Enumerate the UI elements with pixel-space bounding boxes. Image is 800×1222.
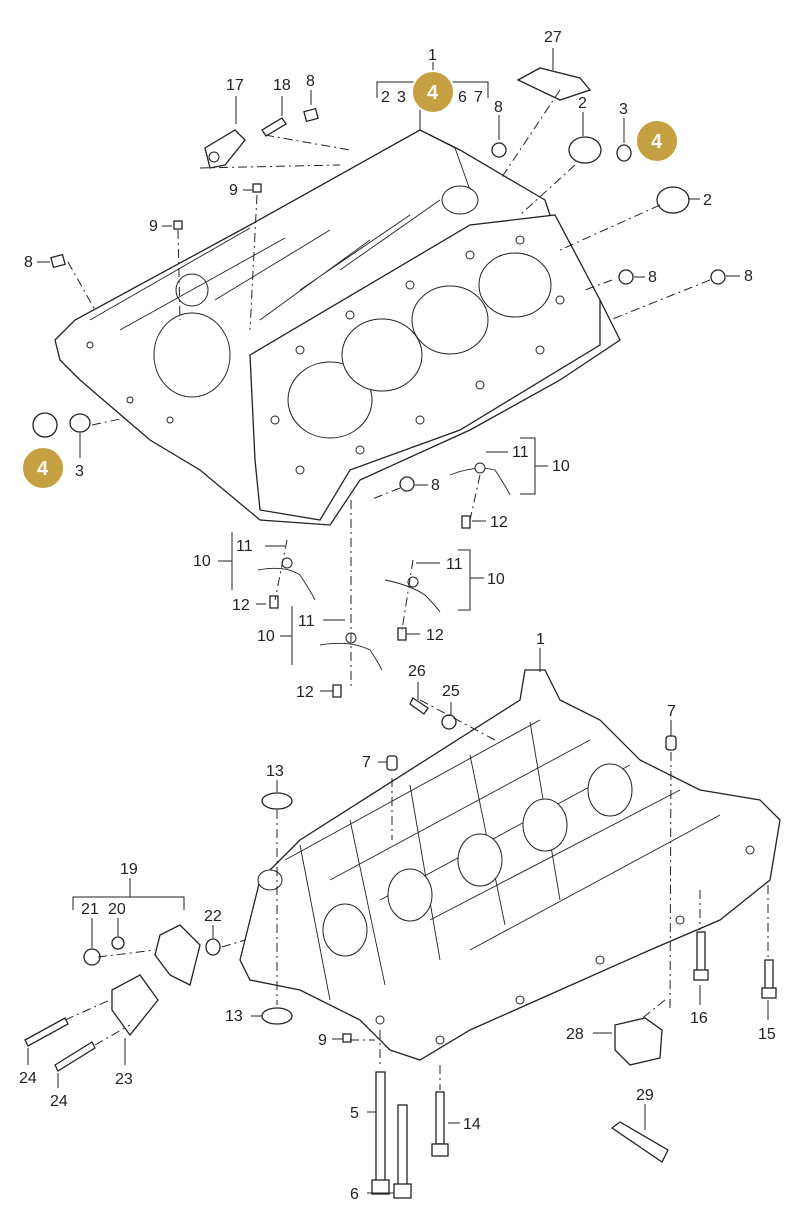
label-10-d: 10 xyxy=(257,628,275,645)
label-28: 28 xyxy=(566,1026,584,1043)
svg-text:4: 4 xyxy=(427,82,439,104)
label-23: 23 xyxy=(115,1071,133,1088)
label-12-b: 12 xyxy=(232,597,250,614)
label-6-group: 6 xyxy=(458,89,467,106)
label-1-top: 1 xyxy=(428,47,437,64)
label-3-group: 3 xyxy=(397,89,406,106)
label-8-a: 8 xyxy=(306,73,315,90)
label-5: 5 xyxy=(350,1105,359,1122)
label-8-mid: 8 xyxy=(431,477,440,494)
part-labels: 1 2 3 6 7 27 2 3 2 17 18 8 8 9 9 8 8 8 3… xyxy=(19,29,776,1203)
label-1-bottom: 1 xyxy=(536,631,545,648)
leader-lines xyxy=(27,48,769,1194)
label-22: 22 xyxy=(204,908,222,925)
label-7-b: 7 xyxy=(667,703,676,720)
label-3-left: 3 xyxy=(75,463,84,480)
upper-crankcase xyxy=(54,129,621,526)
label-11-d: 11 xyxy=(298,613,315,630)
label-12-d: 12 xyxy=(296,684,314,701)
label-8-left: 8 xyxy=(24,254,33,271)
label-8-b: 8 xyxy=(494,99,503,116)
badge-4-right: 4 xyxy=(635,119,679,163)
label-12-c: 12 xyxy=(426,627,444,644)
label-12-a: 12 xyxy=(490,514,508,531)
label-11-c: 11 xyxy=(446,556,463,573)
label-2-top: 2 xyxy=(578,95,587,112)
label-8-right1: 8 xyxy=(648,269,657,286)
label-16: 16 xyxy=(690,1010,708,1027)
lower-crankcase xyxy=(239,669,781,1061)
label-9-b: 9 xyxy=(149,218,158,235)
svg-text:4: 4 xyxy=(651,131,663,153)
label-10-c: 10 xyxy=(487,571,505,588)
label-2-group: 2 xyxy=(381,89,390,106)
label-14: 14 xyxy=(463,1116,481,1133)
label-18: 18 xyxy=(273,77,291,94)
label-19: 19 xyxy=(120,861,138,878)
label-17: 17 xyxy=(226,77,244,94)
label-15: 15 xyxy=(758,1026,776,1043)
badge-4-left: 4 xyxy=(21,446,65,490)
label-25: 25 xyxy=(442,683,460,700)
label-13-a: 13 xyxy=(266,763,284,780)
label-11-b: 11 xyxy=(236,538,253,555)
label-10-a: 10 xyxy=(552,458,570,475)
label-7-group: 7 xyxy=(474,89,483,106)
badge-4-top: 4 xyxy=(411,70,455,114)
label-2-mid: 2 xyxy=(703,192,712,209)
label-27: 27 xyxy=(544,29,562,46)
label-24-b: 24 xyxy=(50,1093,68,1110)
label-26: 26 xyxy=(408,663,426,680)
label-21: 21 xyxy=(81,901,99,918)
label-13-b: 13 xyxy=(225,1008,243,1025)
label-9-c: 9 xyxy=(318,1032,327,1049)
svg-text:4: 4 xyxy=(37,458,49,480)
label-6: 6 xyxy=(350,1186,359,1203)
label-29: 29 xyxy=(636,1087,654,1104)
label-20: 20 xyxy=(108,901,126,918)
label-7-a: 7 xyxy=(362,754,371,771)
highlight-badges: 4 4 4 xyxy=(21,70,679,490)
label-3-top: 3 xyxy=(619,101,628,118)
label-24-a: 24 xyxy=(19,1070,37,1087)
small-parts xyxy=(24,67,777,1199)
label-11-a: 11 xyxy=(512,444,529,461)
label-8-right2: 8 xyxy=(744,268,753,285)
label-9-a: 9 xyxy=(229,182,238,199)
label-10-b: 10 xyxy=(193,553,211,570)
